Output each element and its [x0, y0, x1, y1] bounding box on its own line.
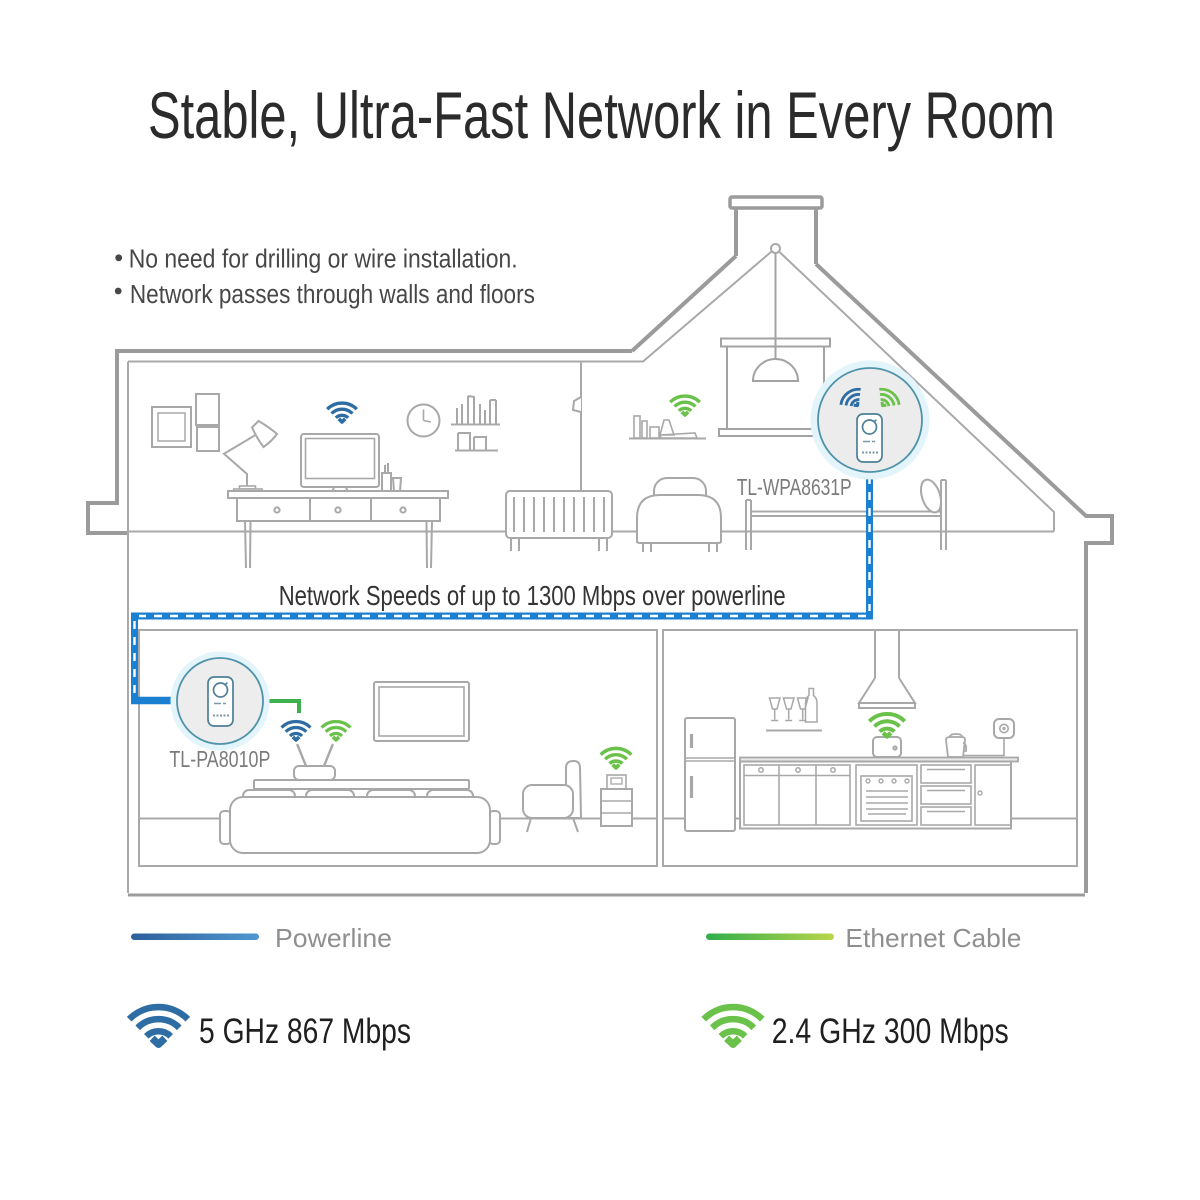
- svg-text:Network passes through walls a: Network passes through walls and floors: [130, 279, 535, 309]
- svg-text:Ethernet Cable: Ethernet Cable: [845, 923, 1021, 953]
- svg-text:2.4 GHz 300 Mbps: 2.4 GHz 300 Mbps: [772, 1012, 1009, 1051]
- svg-text:TL-WPA8631P: TL-WPA8631P: [737, 474, 852, 500]
- svg-text:TL-PA8010P: TL-PA8010P: [169, 746, 270, 772]
- svg-text:5 GHz 867 Mbps: 5 GHz 867 Mbps: [199, 1012, 411, 1051]
- svg-text:Stable, Ultra-Fast Network in: Stable, Ultra-Fast Network in Every Room: [148, 78, 1055, 152]
- svg-text:Network Speeds of up to 1300 M: Network Speeds of up to 1300 Mbps over p…: [279, 580, 786, 611]
- svg-text:Powerline: Powerline: [275, 923, 392, 953]
- svg-text:No need for drilling or wire i: No need for drilling or wire installatio…: [129, 244, 518, 274]
